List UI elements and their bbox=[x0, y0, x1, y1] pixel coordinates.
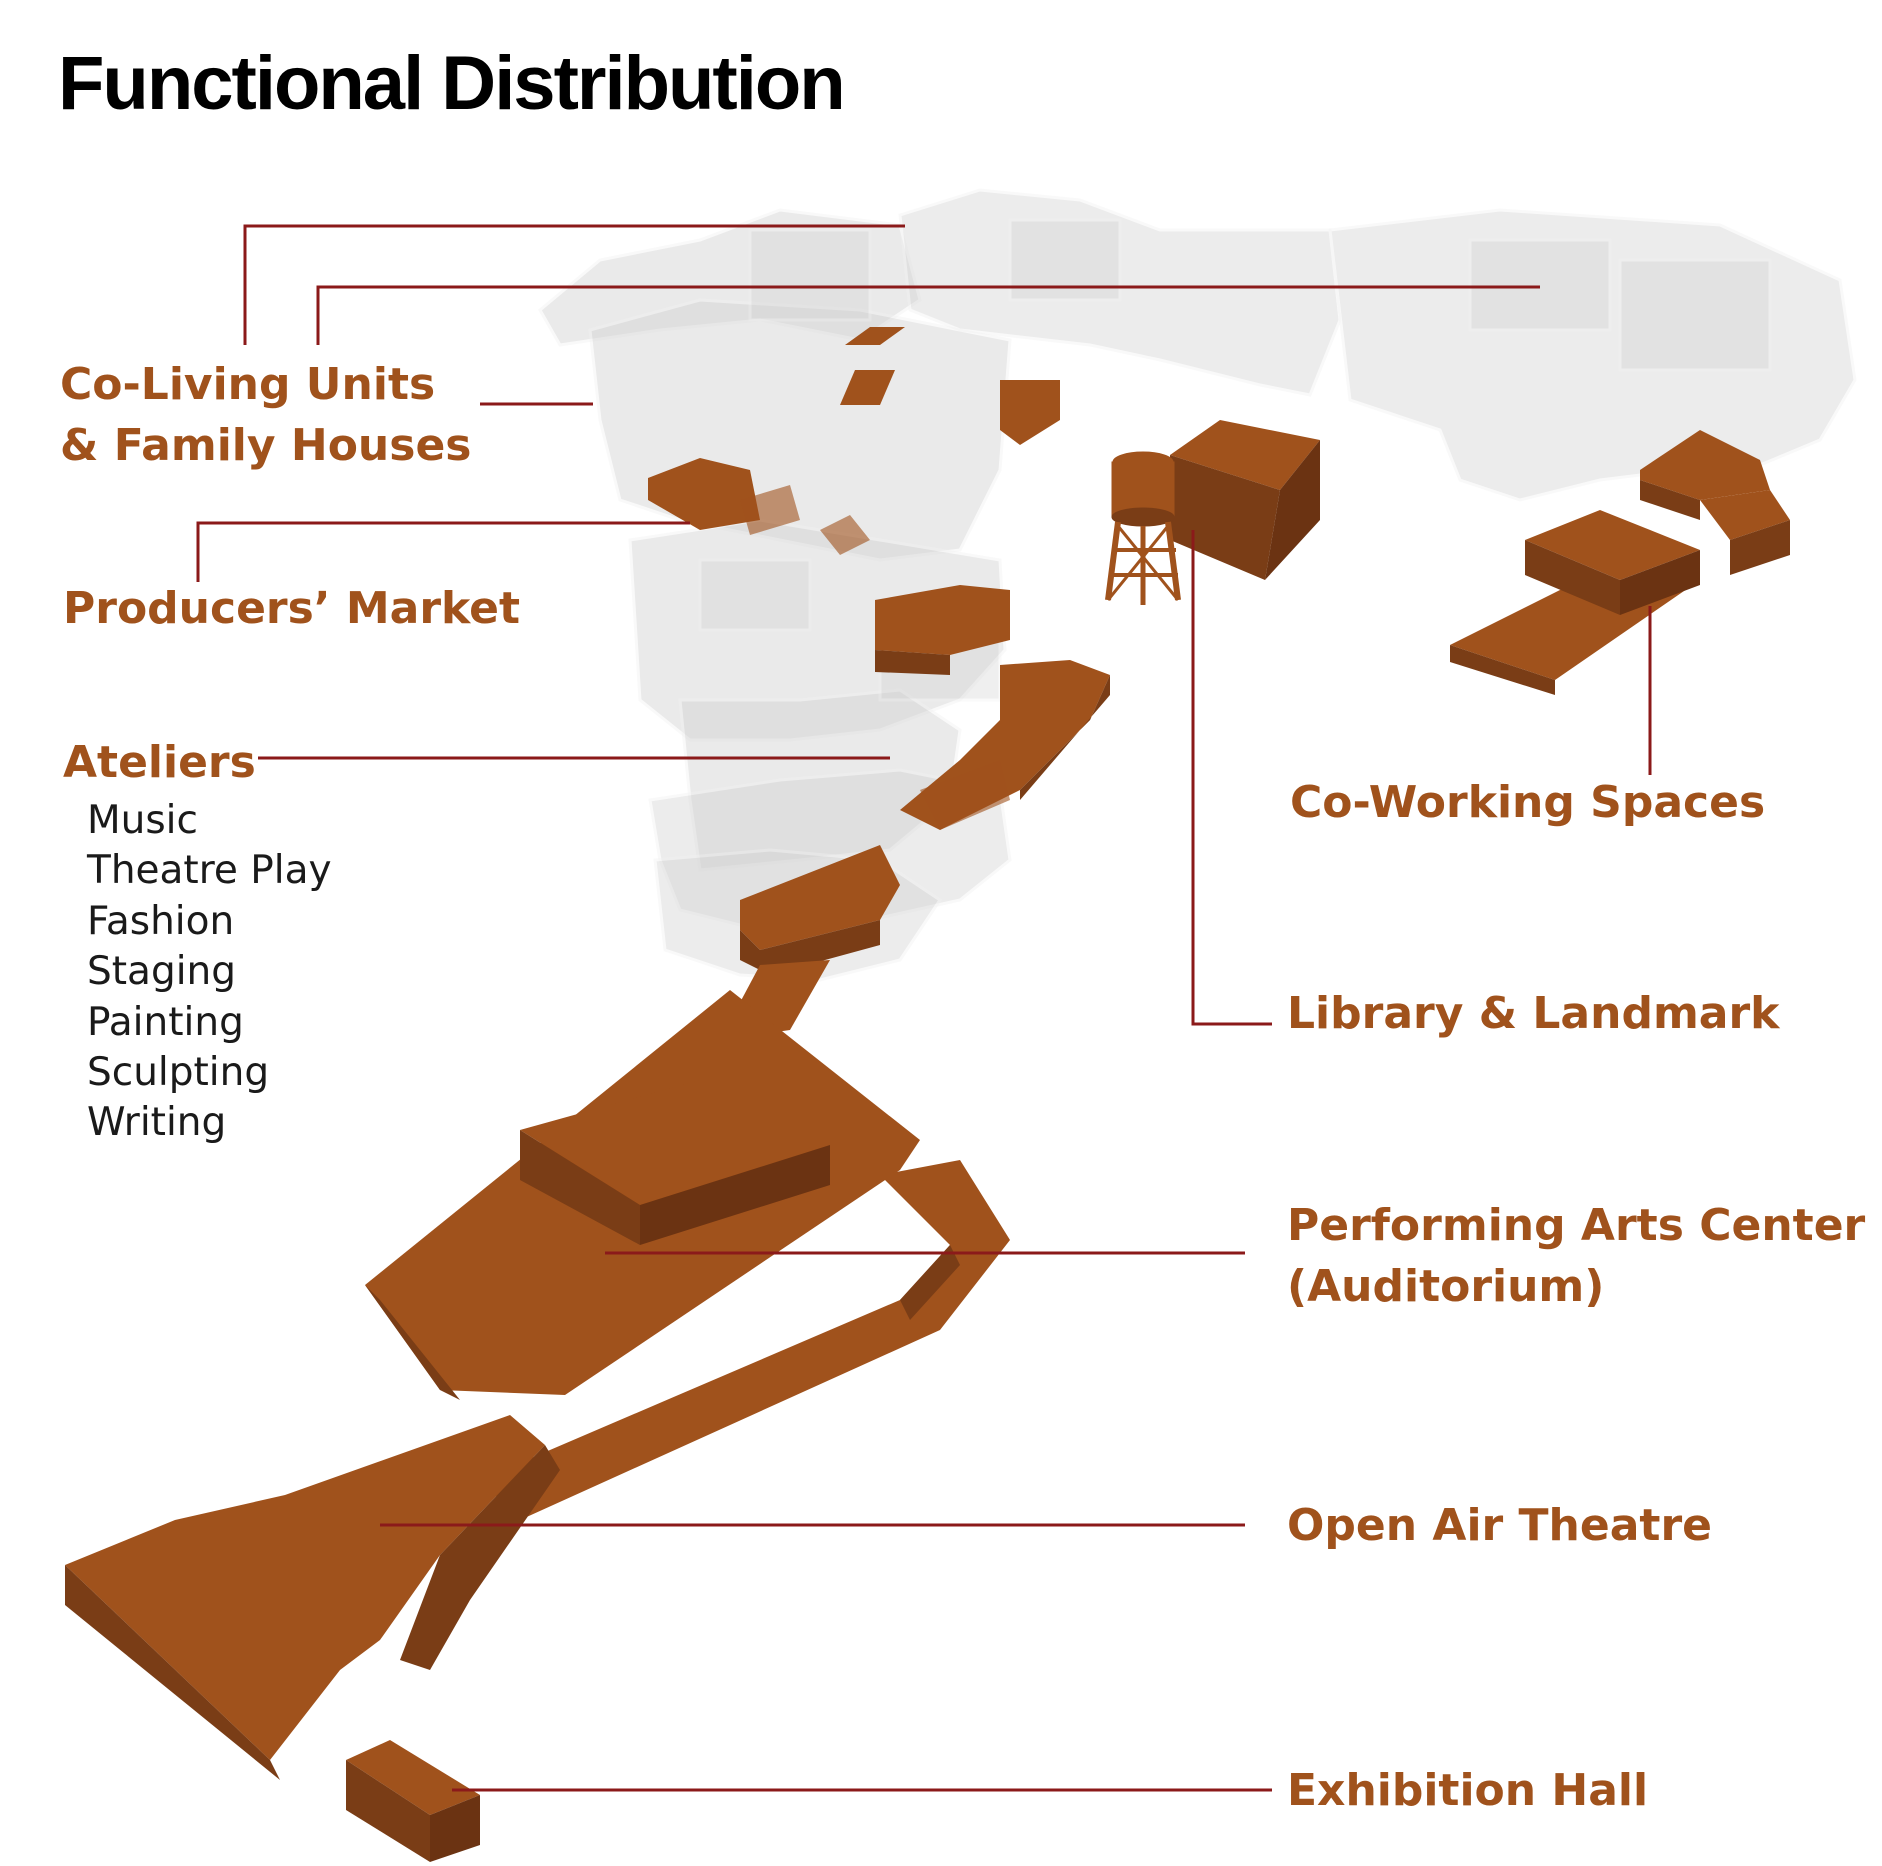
library-front bbox=[1170, 455, 1280, 580]
atelier-bar-3 bbox=[1000, 380, 1060, 445]
label-open-air: Open Air Theatre bbox=[1287, 1500, 1712, 1551]
label-library: Library & Landmark bbox=[1287, 988, 1780, 1039]
leader-producers-market bbox=[196, 521, 690, 582]
coworking-block-1-top bbox=[1525, 510, 1700, 580]
label-exhibition: Exhibition Hall bbox=[1287, 1765, 1649, 1816]
atelier-bar-10-side bbox=[740, 920, 880, 975]
coworking-block-1-right bbox=[1620, 550, 1700, 615]
pac-base-side bbox=[365, 1285, 460, 1400]
label-ateliers: Ateliers bbox=[63, 737, 256, 788]
translucent-masses bbox=[538, 188, 1857, 982]
atelier-item-sculpting: Sculpting bbox=[87, 1050, 270, 1096]
coworking-block-1-front bbox=[1525, 540, 1620, 615]
atelier-bar-10 bbox=[740, 845, 900, 950]
leader-lines bbox=[196, 224, 1652, 1792]
atelier-strip-edge bbox=[1020, 675, 1110, 800]
label-performing-arts: Performing Arts Center (Auditorium) bbox=[1287, 1195, 1865, 1317]
pac-loop bbox=[480, 1160, 1010, 1520]
exhibition-front bbox=[346, 1760, 430, 1862]
atelier-bar-5 bbox=[740, 485, 800, 535]
ateliers-list: Music Theatre Play Fashion Staging Paint… bbox=[87, 796, 332, 1149]
pac-block-top bbox=[520, 1080, 830, 1205]
atelier-bar-2 bbox=[840, 370, 895, 405]
oat-top bbox=[65, 1415, 545, 1760]
atelier-item-theatre-play: Theatre Play bbox=[87, 848, 332, 894]
label-performing-arts-line1: Performing Arts Center bbox=[1287, 1200, 1866, 1251]
library-top bbox=[1170, 420, 1320, 490]
atelier-bar-7 bbox=[875, 585, 1010, 655]
label-co-living: Co-Living Units & Family Houses bbox=[60, 354, 471, 476]
leader-library bbox=[1191, 530, 1272, 1026]
library-right bbox=[1265, 440, 1320, 580]
oat-ramp bbox=[400, 1445, 560, 1670]
leader-co-living-b bbox=[316, 285, 1540, 345]
label-producers-market: Producers’ Market bbox=[63, 583, 520, 634]
coworking-block-2-front bbox=[1640, 480, 1700, 520]
atelier-item-staging: Staging bbox=[87, 949, 237, 995]
coworking-block-3-front bbox=[1730, 520, 1790, 575]
atelier-bar-4 bbox=[648, 458, 760, 530]
leader-co-living-a bbox=[243, 224, 905, 345]
atelier-item-fashion: Fashion bbox=[87, 898, 235, 944]
exhibition-top bbox=[346, 1740, 480, 1815]
coworking-block-2-top bbox=[1640, 430, 1770, 500]
page-title: Functional Distribution bbox=[58, 41, 846, 126]
oat-side bbox=[65, 1565, 280, 1780]
atelier-bar-1 bbox=[845, 327, 905, 345]
exhibition-right bbox=[430, 1795, 480, 1862]
pac-block-right bbox=[640, 1145, 830, 1245]
brown-masses bbox=[65, 327, 1790, 1862]
label-co-working: Co-Working Spaces bbox=[1290, 777, 1766, 828]
coworking-base-side bbox=[1450, 645, 1555, 695]
atelier-item-music: Music bbox=[87, 798, 198, 843]
atelier-bar-8 bbox=[875, 650, 950, 675]
label-performing-arts-line2: (Auditorium) bbox=[1287, 1261, 1605, 1312]
pac-block-front bbox=[520, 1130, 640, 1245]
label-co-living-line1: Co-Living Units bbox=[60, 359, 436, 410]
water-tower-icon bbox=[1105, 451, 1181, 605]
atelier-item-painting: Painting bbox=[87, 999, 244, 1045]
pac-loop-edge bbox=[900, 1245, 960, 1320]
atelier-bar-6 bbox=[820, 515, 870, 555]
atelier-item-writing: Writing bbox=[87, 1100, 227, 1146]
label-co-living-line2: & Family Houses bbox=[60, 420, 472, 471]
atelier-bar-9 bbox=[920, 760, 1010, 830]
